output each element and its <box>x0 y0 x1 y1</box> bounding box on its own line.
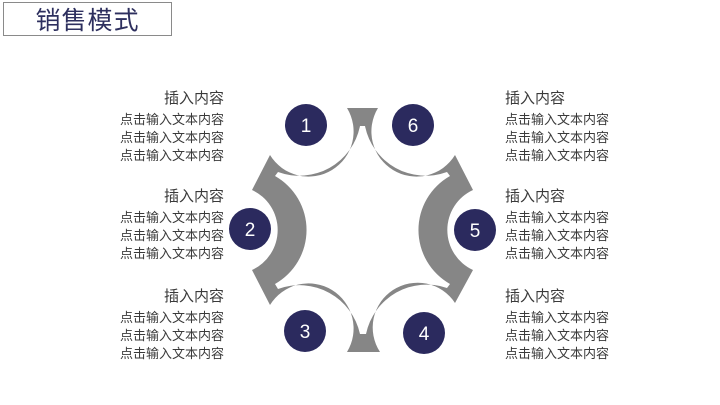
block-line[interactable]: 点击输入文本内容 <box>505 131 610 146</box>
step-circle-1[interactable]: 1 <box>285 104 327 146</box>
block-line[interactable]: 点击输入文本内容 <box>119 131 224 146</box>
step-number-2: 2 <box>245 220 256 241</box>
block-line[interactable]: 点击输入文本内容 <box>119 347 224 362</box>
step-number-3: 3 <box>300 322 311 343</box>
block-heading[interactable]: 插入内容 <box>163 187 224 205</box>
title-box: 销售模式 <box>3 2 172 36</box>
step-number-4: 4 <box>419 324 430 345</box>
page-title: 销售模式 <box>35 6 140 35</box>
block-line[interactable]: 点击输入文本内容 <box>505 329 610 344</box>
step-circle-6[interactable]: 6 <box>392 104 434 146</box>
star-ring-shape <box>252 108 473 352</box>
block-heading[interactable]: 插入内容 <box>505 89 566 107</box>
text-block-5: 插入内容 点击输入文本内容 点击输入文本内容 点击输入文本内容 <box>505 186 665 264</box>
block-line[interactable]: 点击输入文本内容 <box>505 311 610 326</box>
block-line[interactable]: 点击输入文本内容 <box>119 149 224 164</box>
block-heading[interactable]: 插入内容 <box>505 287 566 305</box>
block-heading[interactable]: 插入内容 <box>163 287 224 305</box>
step-number-5: 5 <box>470 221 481 242</box>
block-line[interactable]: 点击输入文本内容 <box>119 247 224 262</box>
step-circle-4[interactable]: 4 <box>403 312 445 354</box>
block-line[interactable]: 点击输入文本内容 <box>119 329 224 344</box>
block-line[interactable]: 点击输入文本内容 <box>119 311 224 326</box>
text-block-6: 插入内容 点击输入文本内容 点击输入文本内容 点击输入文本内容 <box>505 88 665 166</box>
step-circle-3[interactable]: 3 <box>284 310 326 352</box>
block-line[interactable]: 点击输入文本内容 <box>505 149 610 164</box>
step-circle-5[interactable]: 5 <box>454 209 496 251</box>
block-line[interactable]: 点击输入文本内容 <box>119 229 224 244</box>
block-line[interactable]: 点击输入文本内容 <box>505 247 610 262</box>
block-line[interactable]: 点击输入文本内容 <box>119 113 224 128</box>
step-circle-2[interactable]: 2 <box>229 208 271 250</box>
block-line[interactable]: 点击输入文本内容 <box>505 211 610 226</box>
step-number-1: 1 <box>301 116 312 137</box>
text-block-3: 插入内容 点击输入文本内容 点击输入文本内容 点击输入文本内容 <box>64 286 224 364</box>
block-line[interactable]: 点击输入文本内容 <box>119 211 224 226</box>
block-line[interactable]: 点击输入文本内容 <box>505 347 610 362</box>
text-block-4: 插入内容 点击输入文本内容 点击输入文本内容 点击输入文本内容 <box>505 286 665 364</box>
text-block-1: 插入内容 点击输入文本内容 点击输入文本内容 点击输入文本内容 <box>64 88 224 166</box>
block-line[interactable]: 点击输入文本内容 <box>505 113 610 128</box>
block-heading[interactable]: 插入内容 <box>505 187 566 205</box>
text-block-2: 插入内容 点击输入文本内容 点击输入文本内容 点击输入文本内容 <box>64 186 224 264</box>
block-line[interactable]: 点击输入文本内容 <box>505 229 610 244</box>
block-heading[interactable]: 插入内容 <box>163 89 224 107</box>
step-number-6: 6 <box>408 116 419 137</box>
